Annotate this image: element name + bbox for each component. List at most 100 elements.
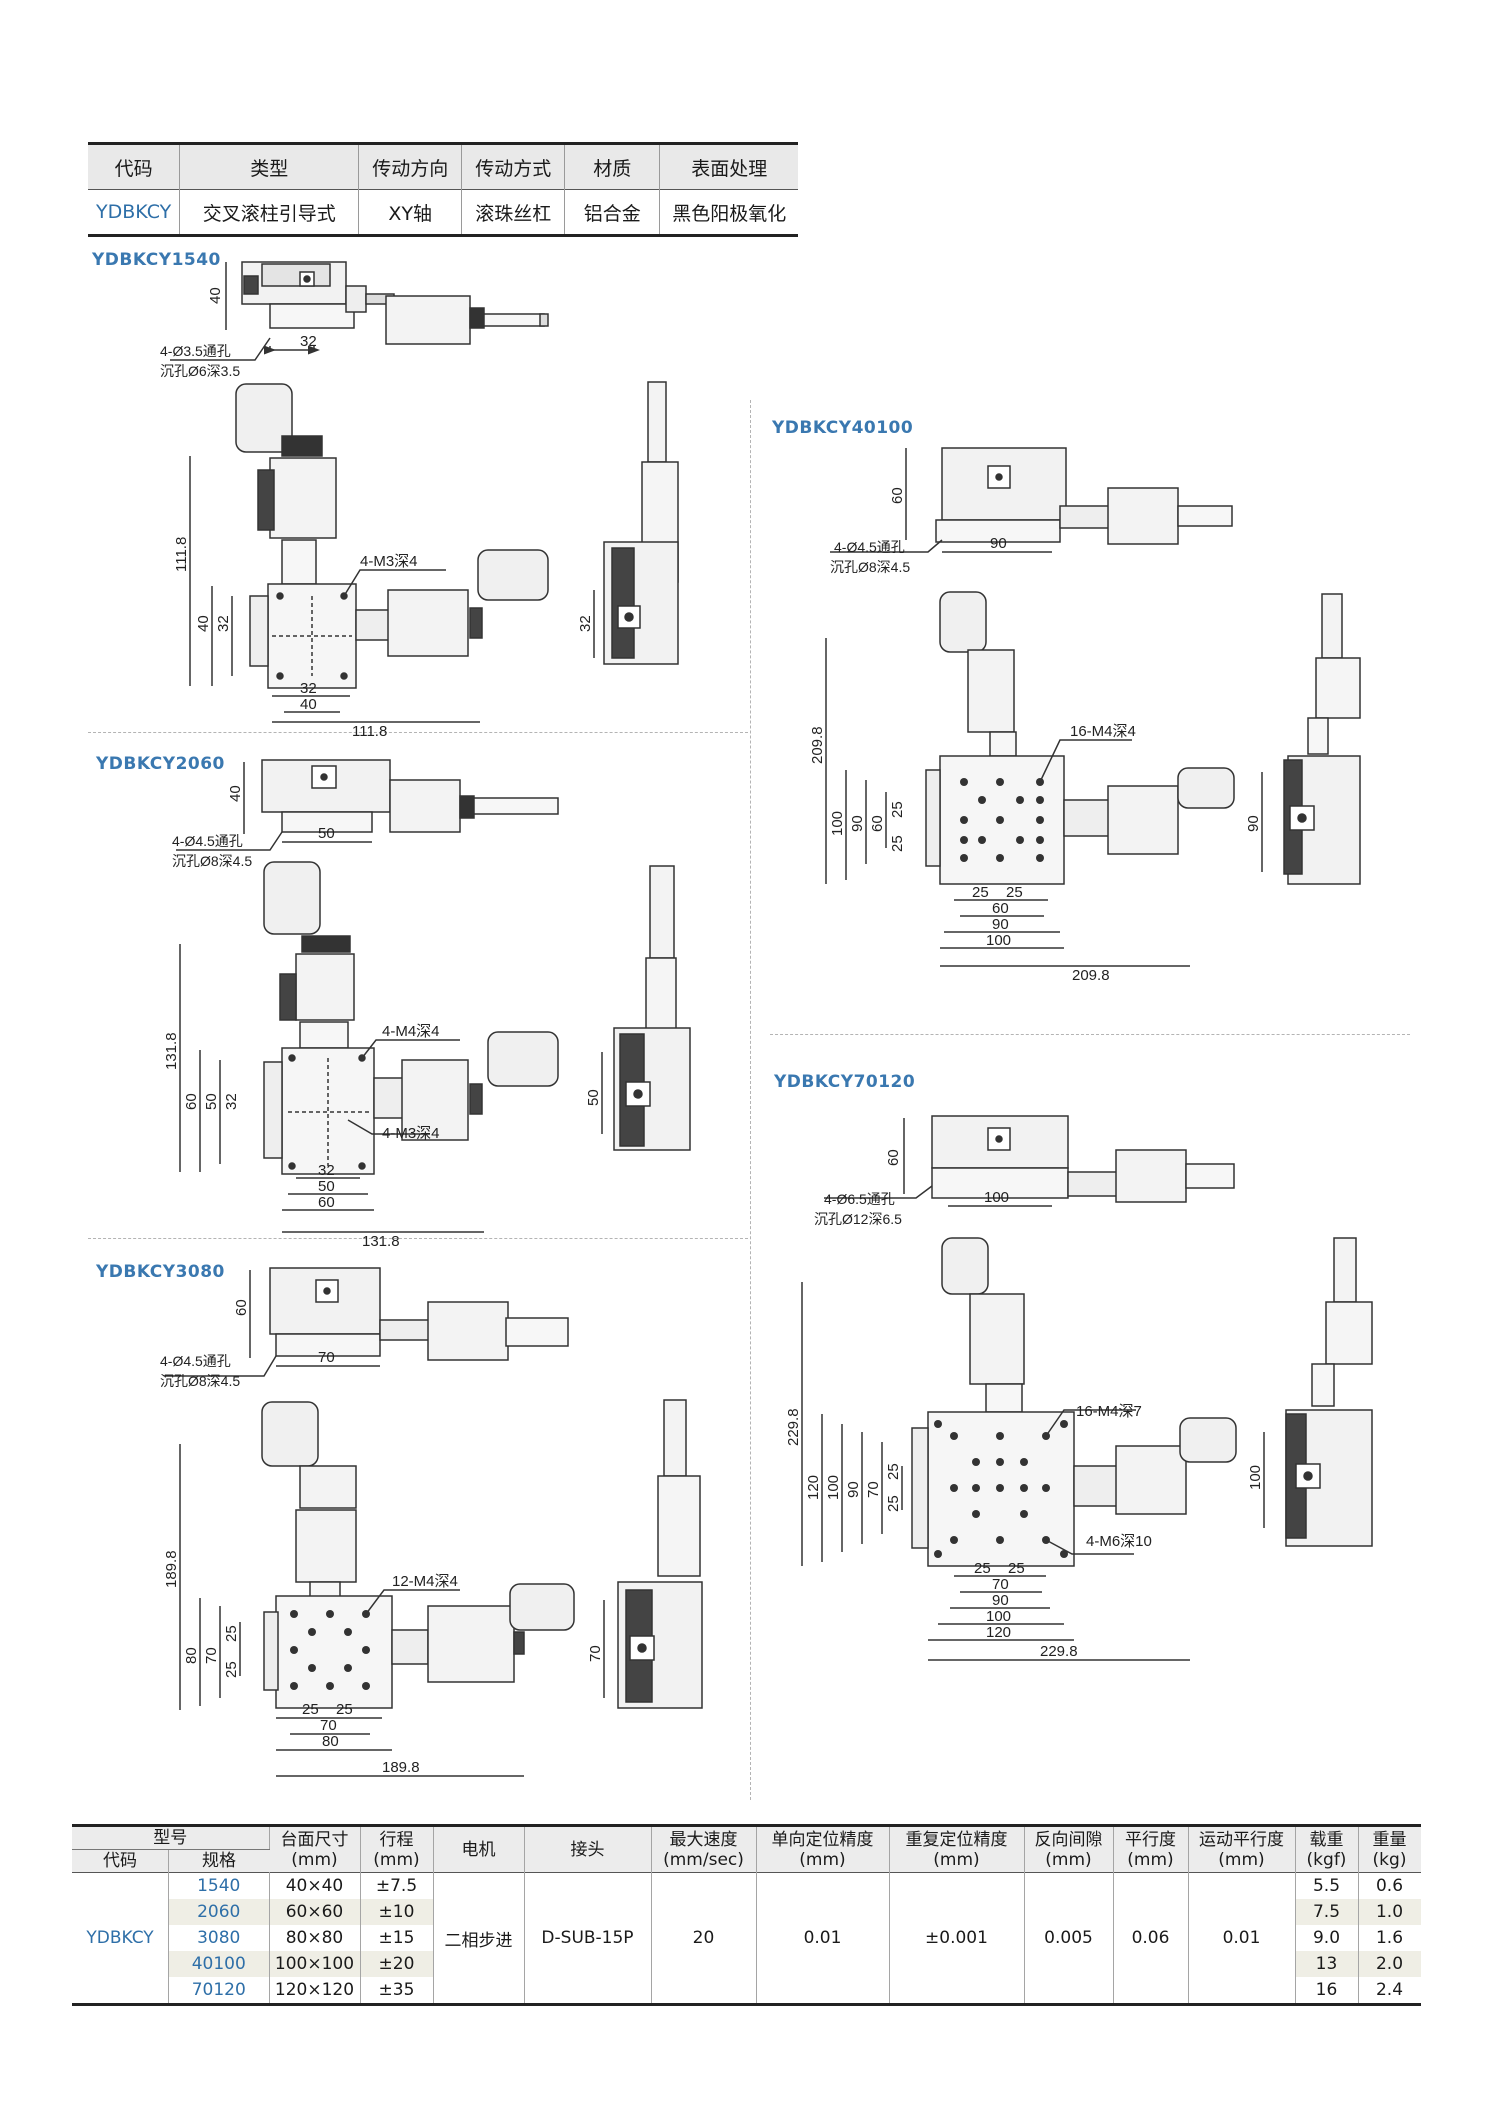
dim-70120-mid-horiz: 90	[992, 1592, 1009, 1609]
dim-40100-mid-vert: 60	[869, 815, 886, 832]
spec-header-connector-name: 接头	[570, 1839, 605, 1860]
spec-row-3080-load: 9.0	[1295, 1925, 1359, 1951]
dim-3080-pitch-vert: 70	[203, 1647, 220, 1664]
drawing-2060-side	[176, 759, 559, 851]
spec-header-rep-acc: 重复定位精度(mm)	[889, 1825, 1025, 1873]
dim-70120-pitch-vert: 100	[825, 1475, 842, 1500]
spec-header-load-unit: (kgf)	[1306, 1849, 1347, 1870]
spec-header-model: 型号	[72, 1825, 270, 1850]
spec-header-rep-acc-name: 重复定位精度	[905, 1829, 1008, 1850]
spec-header-code: 代码	[72, 1849, 169, 1873]
dim-2060-pitch-horiz: 50	[318, 1178, 335, 1195]
drawing-3080-side	[164, 1267, 569, 1377]
dim-70120-pitch-horiz: 100	[986, 1608, 1011, 1625]
dim-2060-table-vert: 60	[183, 1093, 200, 1110]
tap-3080: 12-M4深4	[392, 1573, 458, 1590]
dim-70120-mid-vert: 90	[845, 1481, 862, 1498]
spec-row: 40100 100×100 ±20 13 2.0	[72, 1951, 1421, 1977]
tap-2060-b: 4-M3深4	[382, 1125, 440, 1142]
dim-70120-end: 100	[1247, 1465, 1264, 1490]
spec-motion-parallel-cell: 0.01	[1188, 1872, 1296, 2005]
spec-header-stroke: 行程(mm)	[360, 1825, 434, 1873]
spec-row-40100-spec: 40100	[168, 1951, 270, 1977]
dim-1540-pitch-vert: 32	[215, 615, 232, 632]
spec-row-1540-spec: 1540	[168, 1872, 270, 1899]
spec-row: 2060 60×60 ±10 7.5 1.0	[72, 1899, 1421, 1925]
spec-header-motion-parallel-unit: (mm)	[1218, 1849, 1265, 1870]
drawing-40100-side	[830, 447, 1233, 553]
drawing-40100-top	[825, 591, 1235, 967]
dim-3080-side-height: 60	[233, 1299, 250, 1316]
spec-header-speed: 最大速度(mm/sec)	[651, 1825, 757, 1873]
spec-row: 3080 80×80 ±15 9.0 1.6	[72, 1925, 1421, 1951]
info-header-finish: 表面处理	[691, 157, 768, 180]
dim-2060-total-horiz: 131.8	[362, 1233, 400, 1250]
dim-70120-side-height: 60	[885, 1149, 902, 1166]
spec-row-3080-stroke: ±15	[360, 1925, 434, 1951]
dim-40100-grid-horiz-a: 25	[972, 884, 989, 901]
spec-header-backlash: 反向间隙(mm)	[1024, 1825, 1114, 1873]
hole-1540-thru: 4-Ø3.5通孔	[160, 343, 231, 359]
dim-3080-table-horiz: 80	[322, 1733, 339, 1750]
spec-header-load: 载重(kgf)	[1295, 1825, 1359, 1873]
drawing-3080-top	[179, 1401, 575, 1777]
hole-2060-thru: 4-Ø4.5通孔	[172, 833, 243, 849]
dim-2060-inner-horiz: 32	[318, 1162, 335, 1179]
dim-3080-grid-horiz-a: 25	[302, 1701, 319, 1718]
spec-row-40100-size: 100×100	[269, 1951, 361, 1977]
dim-1540-table-vert: 40	[195, 615, 212, 632]
dim-3080-table-vert: 80	[183, 1647, 200, 1664]
spec-row-40100-load: 13	[1295, 1951, 1359, 1977]
spec-header-weight: 重量(kg)	[1358, 1825, 1421, 1873]
spec-header-weight-name: 重量	[1372, 1829, 1407, 1850]
dim-40100-total-horiz: 209.8	[1072, 967, 1110, 984]
tap-70120-a: 16-M4深7	[1076, 1403, 1142, 1420]
drawing-1540-end	[593, 381, 679, 665]
dim-70120-table-horiz: 120	[986, 1624, 1011, 1641]
dim-70120-inner-vert: 70	[865, 1481, 882, 1498]
info-header-direction: 传动方向	[358, 143, 463, 190]
info-header-code: 代码	[88, 143, 181, 190]
info-code: YDBKCY	[88, 189, 181, 236]
spec-header-spec: 规格	[168, 1849, 269, 1873]
dim-40100-pitch-vert: 90	[849, 815, 866, 832]
spec-row-40100-weight: 2.0	[1358, 1951, 1421, 1977]
info-direction: XY轴	[358, 189, 463, 236]
spec-header-stroke-unit: (mm)	[373, 1849, 420, 1870]
spec-header-rep-acc-unit: (mm)	[933, 1849, 980, 1870]
spec-row-3080-spec: 3080	[168, 1925, 270, 1951]
drawing-70120-side	[824, 1115, 1235, 1207]
dim-40100-side-height: 60	[889, 487, 906, 504]
spec-row-3080-weight: 1.6	[1375, 1928, 1404, 1948]
info-material: 铝合金	[564, 189, 661, 236]
spec-uni-acc-cell: 0.01	[756, 1872, 890, 2005]
info-finish: 黑色阳极氧化	[672, 202, 787, 225]
tap-70120-b: 4-M6深10	[1086, 1533, 1152, 1550]
model-label-70120: YDBKCY70120	[774, 1072, 916, 1092]
spec-header-speed-name: 最大速度	[669, 1829, 738, 1850]
spec-table: 型号 台面尺寸(mm) 行程(mm) 电机 接头 最大速度(mm/sec) 单向…	[72, 1824, 1421, 2006]
spec-backlash-cell: 0.005	[1024, 1872, 1114, 2005]
spec-header-table-size: 台面尺寸(mm)	[269, 1825, 361, 1873]
model-label-1540: YDBKCY1540	[92, 250, 221, 270]
dim-1540-table-horiz: 40	[300, 696, 317, 713]
spec-header-parallel-name: 平行度	[1125, 1829, 1176, 1850]
dim-40100-grid-vert-b: 25	[889, 835, 906, 852]
info-header-drive: 传动方式	[461, 143, 566, 190]
hole-1540-cb: 沉孔Ø6深3.5	[160, 363, 240, 379]
drawing-70120-end	[1263, 1237, 1373, 1547]
spec-row-3080-size: 80×80	[269, 1925, 361, 1951]
spec-header-parallel: 平行度(mm)	[1113, 1825, 1189, 1873]
model-label-2060: YDBKCY2060	[96, 754, 225, 774]
tap-1540: 4-M3深4	[360, 553, 418, 570]
dim-40100-side-pitch: 90	[990, 535, 1007, 552]
dim-40100-mid-horiz: 60	[992, 900, 1009, 917]
spec-header-uni-acc-name: 单向定位精度	[771, 1829, 874, 1850]
spec-row-70120-size: 120×120	[269, 1977, 361, 2005]
spec-row-2060-weight: 1.0	[1358, 1899, 1421, 1925]
dim-70120-side-pitch: 100	[984, 1189, 1009, 1206]
dim-70120-grid-horiz-a: 25	[974, 1560, 991, 1577]
tap-2060-a: 4-M4深4	[382, 1023, 440, 1040]
dim-2060-inner-vert: 32	[223, 1093, 240, 1110]
